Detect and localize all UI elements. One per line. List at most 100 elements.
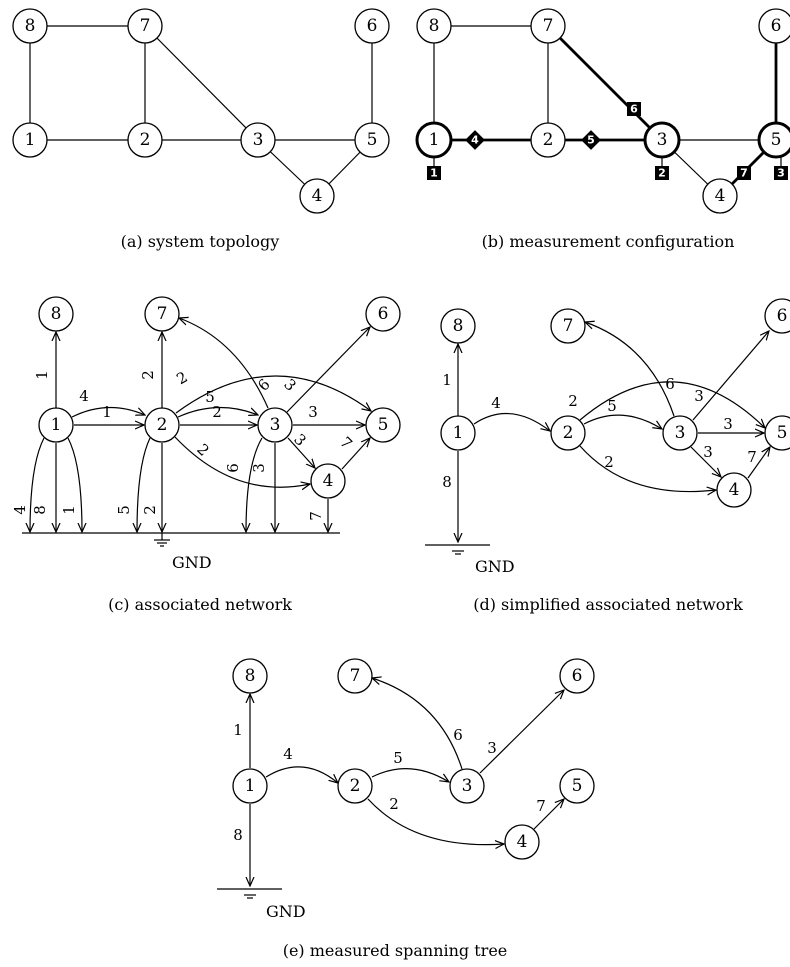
branch bbox=[341, 438, 370, 470]
node-label: 6 bbox=[378, 304, 389, 324]
associated-network-nodes: 8 7 6 1 2 3 5 4 bbox=[38, 296, 401, 499]
node-8: 8 bbox=[232, 658, 268, 694]
edge-label: 8 bbox=[233, 826, 243, 844]
node-label: 3 bbox=[270, 415, 281, 435]
edge-label: 3 bbox=[250, 463, 268, 473]
caption-system-topology: (a) system topology bbox=[121, 232, 280, 251]
branch bbox=[747, 447, 770, 479]
node-label: 7 bbox=[543, 16, 554, 36]
branch bbox=[137, 437, 151, 532]
node-8: 8 bbox=[38, 296, 74, 332]
node-6: 6 bbox=[764, 298, 790, 334]
edge-label: 2 bbox=[139, 370, 157, 380]
node-circle bbox=[232, 768, 268, 804]
node-label: 8 bbox=[429, 16, 440, 36]
edge-label: 4 bbox=[491, 394, 501, 412]
ground-label: GND bbox=[266, 902, 306, 921]
meter-label: 6 bbox=[630, 103, 638, 116]
edge-label: 7 bbox=[307, 511, 325, 521]
node-label: 5 bbox=[777, 423, 788, 443]
edge-label: 6 bbox=[224, 463, 242, 473]
branch bbox=[692, 331, 769, 421]
node-6: 6 bbox=[354, 8, 390, 44]
node-label: 5 bbox=[771, 130, 782, 150]
branch bbox=[71, 406, 145, 418]
node-label: 6 bbox=[777, 306, 788, 326]
topology-edges bbox=[29, 25, 373, 197]
branch bbox=[287, 437, 315, 468]
node-circle bbox=[559, 768, 595, 804]
branch bbox=[179, 318, 269, 409]
node-label: 1 bbox=[429, 130, 440, 150]
node-label: 4 bbox=[517, 832, 528, 852]
ground-label: GND bbox=[172, 553, 212, 572]
node-circle bbox=[643, 121, 681, 159]
node-6: 6 bbox=[365, 296, 401, 332]
node-circle bbox=[530, 8, 566, 44]
node-label: 6 bbox=[771, 16, 782, 36]
node-circle bbox=[310, 463, 346, 499]
meter-square bbox=[427, 166, 441, 180]
caption-measurement-configuration: (b) measurement configuration bbox=[482, 232, 735, 251]
caption-simplified-associated-network: (d) simplified associated network bbox=[473, 595, 743, 614]
node-label: 1 bbox=[25, 130, 36, 150]
edge-label: 5 bbox=[115, 505, 133, 515]
node-label: 8 bbox=[51, 304, 62, 324]
node-2: 2 bbox=[337, 768, 373, 804]
edge-label: 4 bbox=[79, 387, 89, 405]
node-circle bbox=[38, 296, 74, 332]
node-circle bbox=[440, 308, 476, 344]
node-label: 5 bbox=[572, 776, 583, 796]
branch bbox=[67, 437, 82, 532]
edge-label: 2 bbox=[568, 392, 578, 410]
node-label: 2 bbox=[563, 423, 574, 443]
associated-network-edges bbox=[22, 318, 371, 547]
edge-label: 4 bbox=[283, 745, 293, 763]
edge-label: 6 bbox=[254, 375, 273, 394]
node-circle bbox=[337, 658, 373, 694]
node-circle bbox=[12, 122, 48, 158]
node-circle bbox=[504, 824, 540, 860]
branch bbox=[30, 437, 45, 532]
edge-label: 1 bbox=[60, 505, 78, 515]
edge-label: 8 bbox=[31, 505, 49, 515]
node-circle bbox=[758, 8, 790, 44]
node-2: 2 bbox=[144, 407, 180, 443]
node-label: 1 bbox=[51, 415, 62, 435]
edge-label: 6 bbox=[665, 375, 675, 393]
meter-label: 7 bbox=[740, 167, 748, 180]
node-label: 7 bbox=[157, 304, 168, 324]
meter-1: 1 bbox=[427, 166, 441, 180]
node-circle bbox=[702, 178, 738, 214]
node-3: 3 bbox=[662, 415, 698, 451]
node-label: 3 bbox=[657, 130, 668, 150]
node-label: 2 bbox=[140, 130, 151, 150]
node-label: 5 bbox=[378, 415, 389, 435]
node-circle bbox=[232, 658, 268, 694]
branch bbox=[533, 799, 564, 830]
node-label: 7 bbox=[140, 16, 151, 36]
node-2: 2 bbox=[550, 415, 586, 451]
node-circle bbox=[257, 407, 293, 443]
node-6: 6 bbox=[559, 658, 595, 694]
node-label: 1 bbox=[453, 423, 464, 443]
node-7: 7 bbox=[127, 8, 163, 44]
edge-label: 8 bbox=[442, 473, 452, 491]
node-label: 7 bbox=[350, 666, 361, 686]
meter-label: 5 bbox=[587, 134, 595, 147]
node-7: 7 bbox=[530, 8, 566, 44]
node-7: 7 bbox=[337, 658, 373, 694]
node-circle bbox=[365, 407, 401, 443]
branch bbox=[246, 437, 263, 532]
node-3: 3 bbox=[240, 122, 276, 158]
meter-label: 4 bbox=[471, 134, 479, 147]
edge-7-3 bbox=[144, 25, 259, 141]
